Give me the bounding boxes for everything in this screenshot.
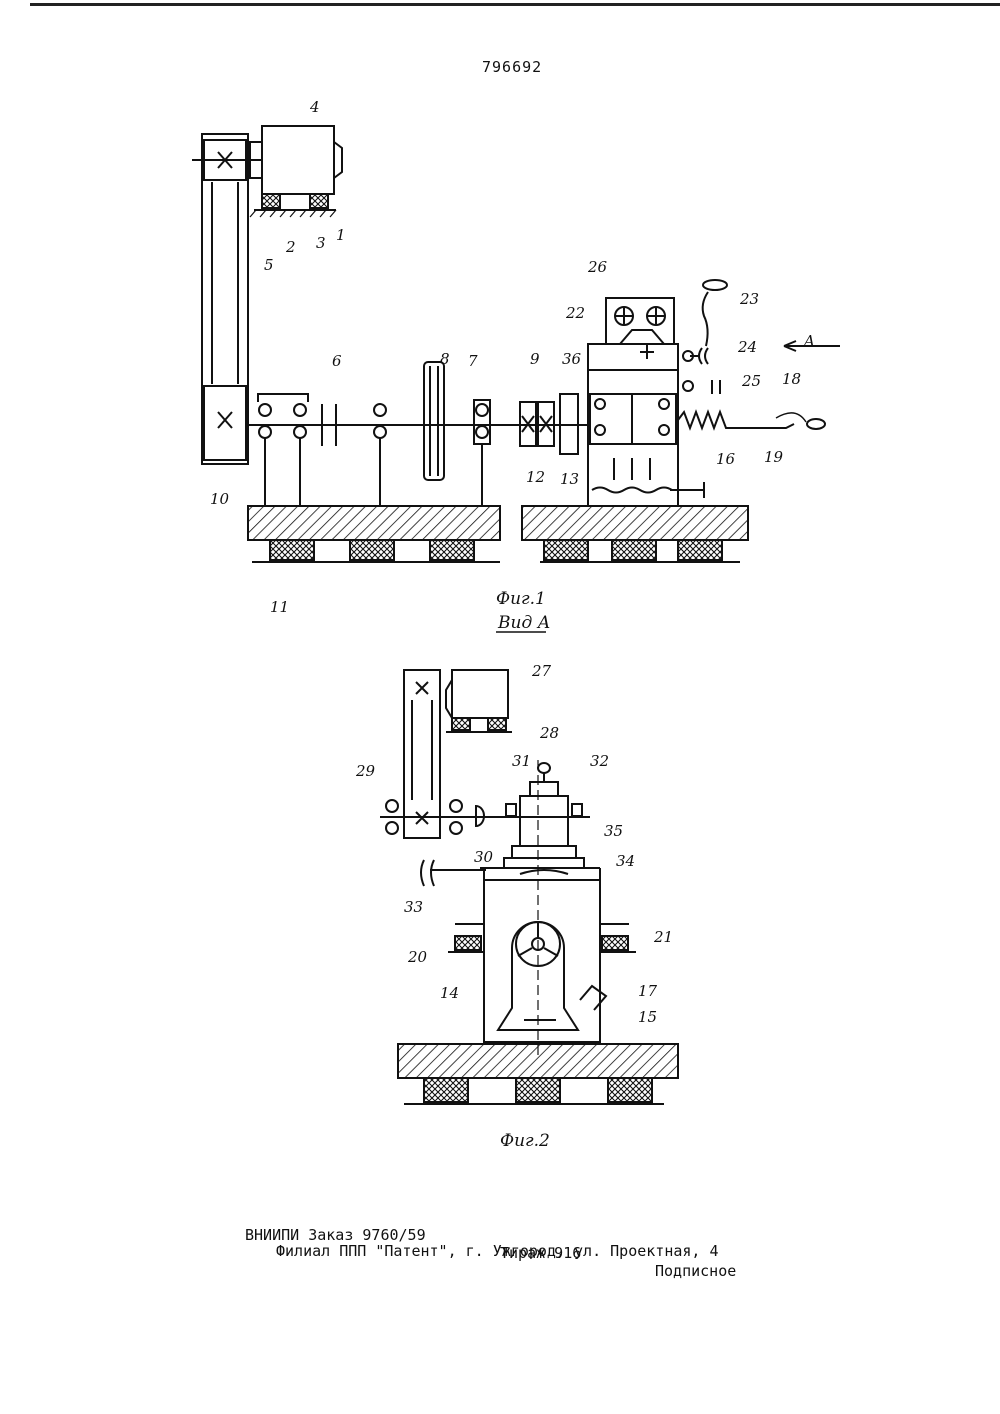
label-14: 14 [440, 984, 459, 1002]
label-31: 31 [512, 752, 531, 770]
footer-subscription: Подписное [655, 1262, 736, 1280]
flywheel-8 [424, 362, 444, 480]
frame-14 [484, 880, 600, 1042]
label-20: 20 [407, 948, 428, 966]
figure-2-caption: Фиг.2 [500, 1131, 550, 1151]
label-25: 25 [741, 372, 761, 390]
column-30 [520, 796, 568, 846]
base-frame-fig2 [398, 1044, 678, 1078]
footer-branch: Филиал ППП "Патент", г. Ужгород, ул. Про… [276, 1242, 719, 1260]
label-35: 35 [604, 822, 623, 840]
label-18: 18 [782, 370, 801, 388]
motor-27 [452, 670, 508, 718]
label-36: 36 [562, 350, 582, 368]
label-26: 26 [587, 258, 608, 276]
belt-drive-5 [202, 134, 248, 464]
label-34: 34 [616, 852, 635, 870]
label-10: 10 [210, 490, 230, 508]
base-frame-right [522, 506, 748, 540]
belt-drive-29 [404, 670, 440, 838]
motor-4 [262, 126, 334, 194]
label-27: 27 [531, 662, 552, 680]
figure-1-view-caption: Вид А [497, 613, 551, 633]
labels-fig2: 14 15 17 20 21 27 28 29 30 31 32 33 34 3… [355, 662, 673, 1026]
label-15: 15 [638, 1008, 657, 1026]
label-5: 5 [264, 256, 274, 274]
label-19: 19 [764, 448, 784, 466]
label-30: 30 [474, 848, 494, 866]
label-21: 21 [653, 928, 673, 946]
label-9: 9 [530, 350, 540, 368]
label-2: 2 [285, 238, 296, 256]
label-29: 29 [355, 762, 376, 780]
label-12: 12 [526, 468, 545, 486]
label-8: 8 [440, 350, 450, 368]
figure-1-caption: Фиг.1 [496, 589, 546, 609]
figure-2 [380, 670, 678, 1104]
label-33: 33 [404, 898, 423, 916]
label-6: 6 [332, 352, 342, 370]
label-11: 11 [270, 598, 289, 616]
label-13: 13 [560, 470, 579, 488]
label-24: 24 [737, 338, 757, 356]
label-23: 23 [739, 290, 759, 308]
label-4: 4 [309, 98, 320, 116]
label-1: 1 [336, 226, 346, 244]
label-7: 7 [468, 352, 478, 370]
label-32: 32 [590, 752, 609, 770]
label-22: 22 [565, 304, 585, 322]
label-16: 16 [716, 450, 736, 468]
label-A: A [802, 332, 815, 350]
base-frame-left [248, 506, 500, 540]
label-28: 28 [539, 724, 559, 742]
label-17: 17 [638, 982, 658, 1000]
bearings [258, 394, 490, 444]
footer-publication-line: ВНИИПИ Заказ 9760/59 Тираж 916 Подписное [245, 1208, 263, 1280]
label-3: 3 [316, 234, 326, 252]
